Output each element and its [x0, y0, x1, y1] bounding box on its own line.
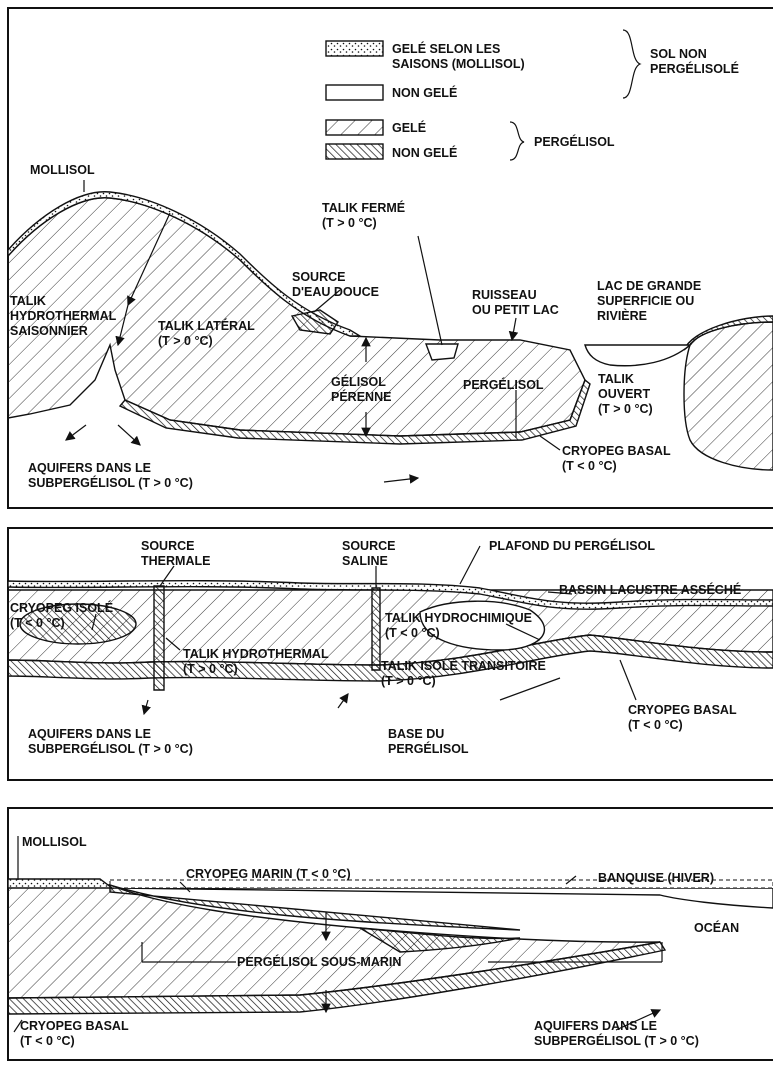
legend-swatch-seasonal: [326, 41, 383, 56]
legend-swatch-unfrozen: [326, 85, 383, 100]
label-banquise: BANQUISE (HIVER): [598, 871, 714, 885]
legend-unfrozen-pf-label: NON GELÉ: [392, 145, 457, 160]
legend-swatch-frozen: [326, 120, 383, 135]
legend-unfrozen-label: NON GELÉ: [392, 85, 457, 100]
label-plafond: PLAFOND DU PERGÉLISOL: [489, 538, 655, 553]
legend-group-permafrost: PERGÉLISOL: [534, 134, 615, 149]
label-mollisol-1: MOLLISOL: [30, 163, 95, 177]
label-pergelisol-sous-marin: PERGÉLISOL SOUS-MARIN: [237, 954, 401, 969]
label-mollisol-3: MOLLISOL: [22, 835, 87, 849]
label-cryopeg-marin: CRYOPEG MARIN (T < 0 °C): [186, 867, 351, 881]
label-bassin: BASSIN LACUSTRE ASSÉCHÉ: [559, 582, 741, 597]
label-pergelisol: PERGÉLISOL: [463, 377, 544, 392]
panel-3: MOLLISOL CRYOPEG MARIN (T < 0 °C) BANQUI…: [8, 808, 773, 1060]
label-ocean: OCÉAN: [694, 920, 739, 935]
legend-frozen-label: GELÉ: [392, 120, 426, 135]
legend-swatch-unfrozen-pf: [326, 144, 383, 159]
frozen-ground-1b: [684, 322, 773, 470]
